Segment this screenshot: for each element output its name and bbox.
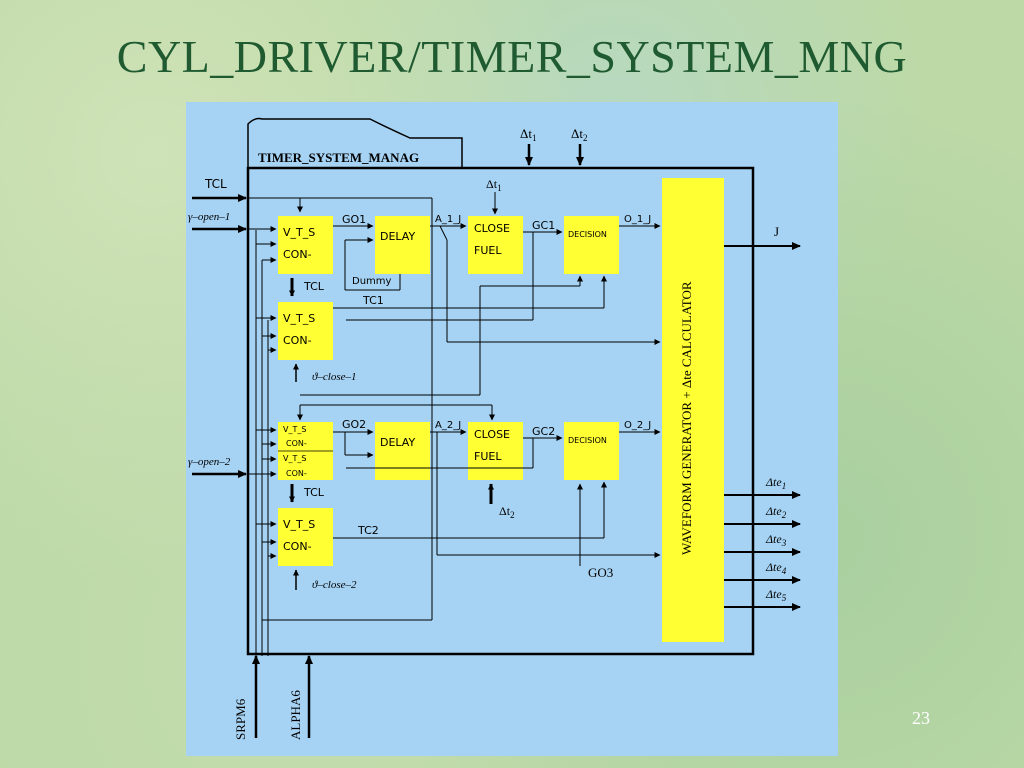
go2-label: GO2 (342, 418, 366, 431)
svg-text:CON-: CON- (283, 540, 312, 553)
alpha6-label: ALPHA6 (288, 690, 303, 740)
srpm6-label: SRPM6 (233, 698, 248, 740)
svg-text:V_T_S: V_T_S (283, 312, 315, 325)
vts-con-block-3: V_T_S CON- V_T_S CON- (278, 422, 333, 480)
a2j-label: A_2_J (435, 420, 461, 431)
dte-2-label: Δte2 (765, 504, 787, 520)
tc1-label: TC1 (362, 294, 384, 307)
gc2-label: GC2 (532, 425, 555, 438)
vts-con-block-1: V_T_S CON- (278, 216, 333, 274)
slide-title: CYL_DRIVER/TIMER_SYSTEM_MNG (116, 31, 908, 82)
svg-text:DELAY: DELAY (380, 230, 415, 243)
svg-text:CON-: CON- (283, 248, 312, 261)
dte-5-label: Δte5 (765, 587, 787, 603)
dte-4-label: Δte4 (765, 560, 787, 576)
diagram-panel: TIMER_SYSTEM_MANAG Δt1 Δt2 TCL γ–open–1 … (186, 102, 838, 756)
theta-close-1-label: ϑ–close–1 (312, 371, 357, 383)
o1j-label: O_1_J (624, 214, 651, 225)
page-number: 23 (912, 708, 930, 728)
dt2-input-label: Δt2 (571, 126, 587, 143)
theta-close-2-label: ϑ–close–2 (312, 579, 357, 591)
delay-block-1: DELAY (375, 216, 430, 274)
svg-text:FUEL: FUEL (474, 450, 502, 463)
a1j-label: A_1_J (435, 214, 461, 225)
close-fuel-block-1: CLOSE FUEL (468, 216, 523, 274)
svg-text:FUEL: FUEL (474, 244, 502, 257)
svg-text:V_T_S: V_T_S (283, 454, 306, 463)
module-box (246, 166, 755, 656)
go1-label: GO1 (342, 213, 366, 226)
dte-outputs: Δte1 Δte2 Δte3 Δte4 Δte5 (724, 475, 801, 611)
dummy-label: Dummy (352, 276, 392, 287)
j-output-label: J (774, 224, 779, 239)
svg-text:DECISION: DECISION (568, 230, 607, 239)
svg-text:CLOSE: CLOSE (474, 222, 510, 235)
svg-text:DELAY: DELAY (380, 436, 415, 449)
dt2-inner-label: Δt2 (499, 504, 515, 520)
dt1-input-label: Δt1 (520, 126, 536, 143)
go3-label: GO3 (588, 565, 613, 580)
svg-text:V_T_S: V_T_S (283, 425, 306, 434)
gc1-label: GC1 (532, 219, 555, 232)
waveform-generator-block: WAVEFORM GENERATOR + Δte CALCULATOR (662, 178, 724, 642)
svg-text:V_T_S: V_T_S (283, 226, 315, 239)
dte-1-label: Δte1 (765, 475, 786, 491)
delay-block-2: DELAY (375, 422, 430, 480)
svg-text:CON-: CON- (286, 469, 307, 478)
dte-3-label: Δte3 (765, 532, 787, 548)
tcl-out-1-label: TCL (303, 280, 325, 293)
module-label: TIMER_SYSTEM_MANAG (258, 150, 419, 165)
vts-con-block-4: V_T_S CON- (278, 508, 333, 566)
o2j-label: O_2_J (624, 420, 651, 431)
tc2-label: TC2 (357, 524, 379, 537)
svg-text:V_T_S: V_T_S (283, 518, 315, 531)
svg-text:DECISION: DECISION (568, 436, 607, 445)
close-fuel-block-2: CLOSE FUEL (468, 422, 523, 480)
svg-text:CON-: CON- (286, 439, 307, 448)
svg-text:WAVEFORM GENERATOR + Δte CALCU: WAVEFORM GENERATOR + Δte CALCULATOR (679, 281, 694, 555)
vts-con-block-2: V_T_S CON- (278, 302, 333, 360)
gamma-open-2-label: γ–open–2 (188, 456, 231, 468)
a1j-tap (439, 225, 448, 241)
module-tab (247, 117, 463, 168)
timer-system-diagram: TIMER_SYSTEM_MANAG Δt1 Δt2 TCL γ–open–1 … (188, 117, 801, 740)
dt1-inner-label: Δt1 (486, 177, 502, 193)
decision-block-2: DECISION (564, 422, 619, 480)
gamma-open-1-label: γ–open–1 (188, 211, 230, 223)
decision-block-1: DECISION (564, 216, 619, 274)
tcl-input-label: TCL (204, 177, 227, 191)
svg-text:CLOSE: CLOSE (474, 428, 510, 441)
tcl-out-2-label: TCL (303, 486, 325, 499)
svg-text:CON-: CON- (283, 334, 312, 347)
